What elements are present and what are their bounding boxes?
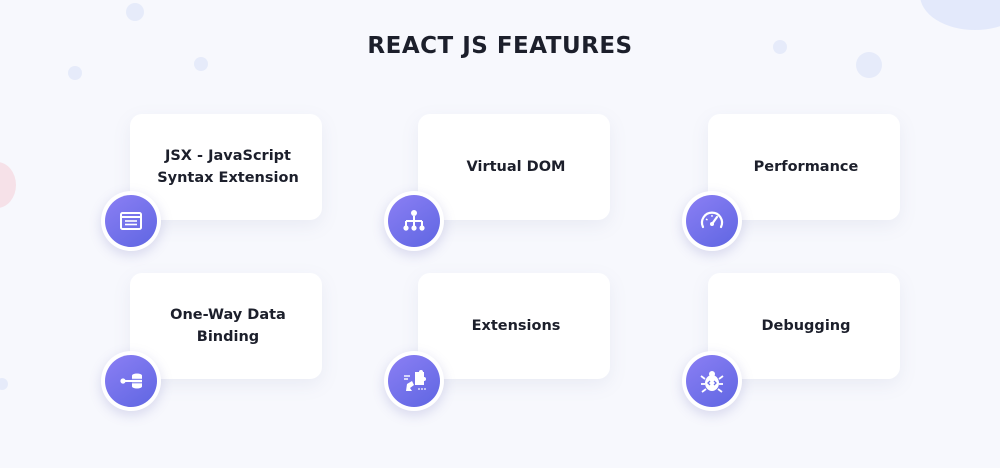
background-blob: [0, 162, 16, 208]
feature-badge: [384, 351, 444, 411]
feature-badge: [682, 351, 742, 411]
feature-card-extensions: Extensions: [418, 273, 610, 379]
feature-label: Performance: [753, 159, 859, 175]
data-flow-icon: [120, 373, 142, 389]
background-dot: [856, 52, 882, 78]
feature-label: JSX - JavaScript Syntax Extension: [157, 148, 299, 186]
speedometer-icon: [700, 211, 724, 229]
tree-structure-icon: [403, 210, 425, 231]
feature-label: One-Way Data Binding: [170, 307, 286, 345]
background-dot: [773, 40, 787, 54]
puzzle-icon: [404, 370, 426, 391]
bug-icon: [700, 371, 724, 393]
feature-card-debugging: Debugging: [708, 273, 900, 379]
feature-badge: [682, 191, 742, 251]
code-window-icon: [120, 212, 142, 230]
background-dot: [194, 57, 208, 71]
background-blob: [920, 0, 1000, 30]
feature-card-one-way-data-binding: One-Way Data Binding: [130, 273, 322, 379]
background-dot: [126, 3, 144, 21]
feature-card-jsx: JSX - JavaScript Syntax Extension: [130, 114, 322, 220]
feature-badge: [101, 351, 161, 411]
background-dot: [0, 378, 8, 390]
feature-badge: [384, 191, 444, 251]
background-dot: [68, 66, 82, 80]
feature-label: Virtual DOM: [466, 159, 566, 175]
feature-badge: [101, 191, 161, 251]
feature-label: Extensions: [471, 318, 561, 334]
feature-card-performance: Performance: [708, 114, 900, 220]
feature-card-virtual-dom: Virtual DOM: [418, 114, 610, 220]
feature-label: Debugging: [761, 318, 851, 334]
page-title: REACT JS FEATURES: [367, 33, 633, 59]
